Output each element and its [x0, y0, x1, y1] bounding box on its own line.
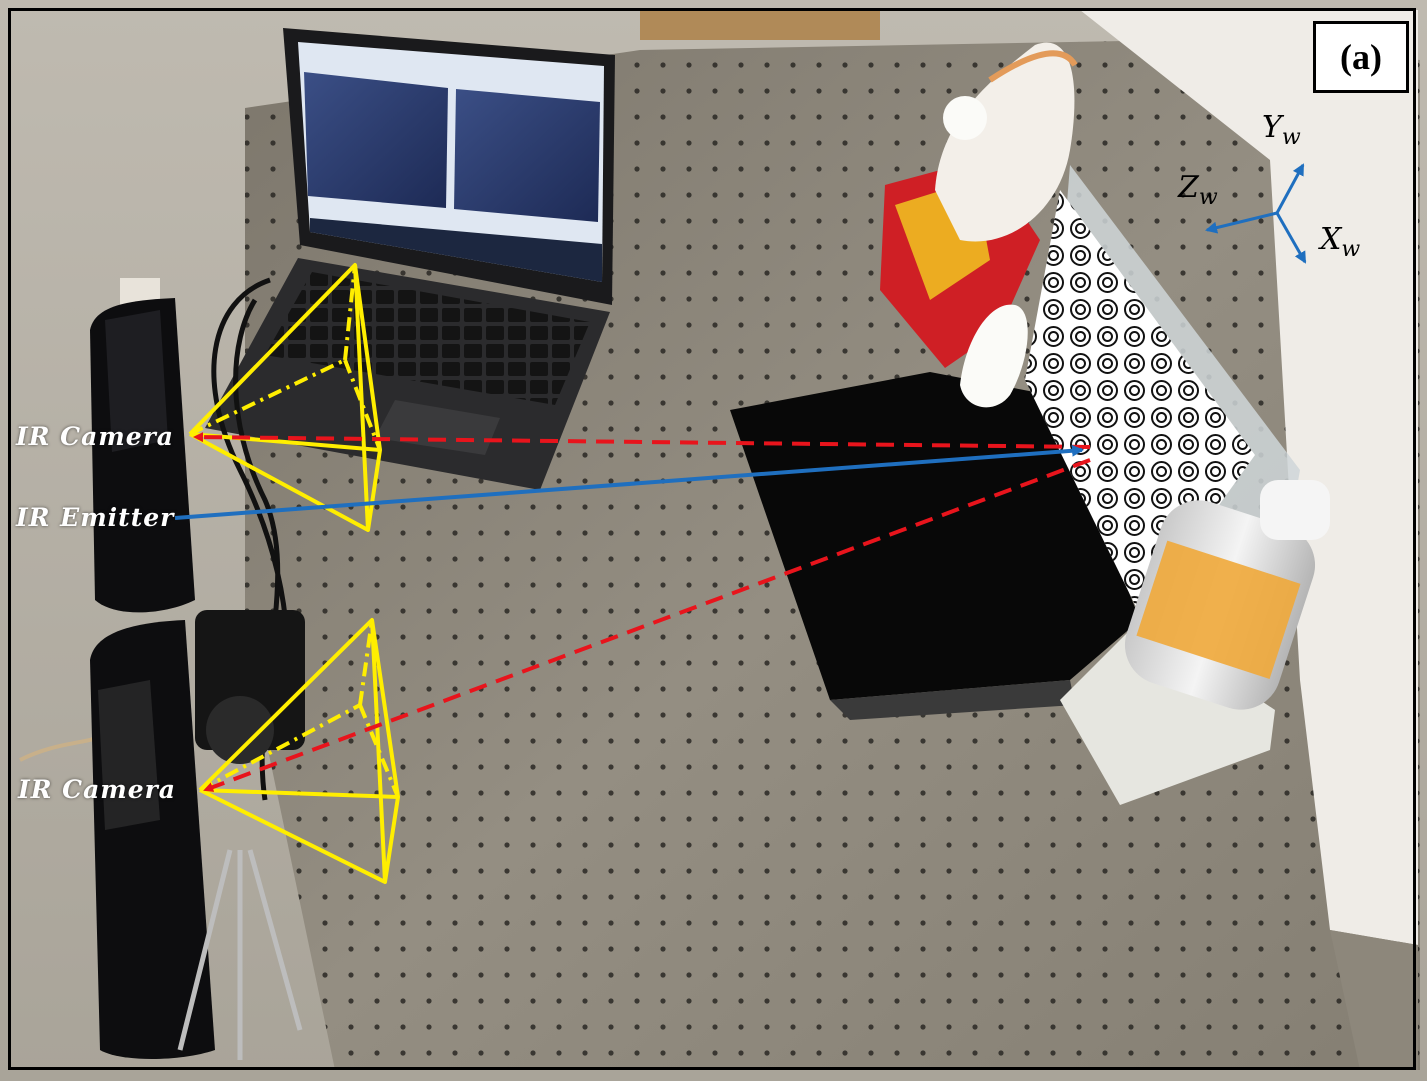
- axis-z-arrow: [1205, 211, 1278, 234]
- axis-label-x: Xw: [1320, 222, 1360, 262]
- frustum-bottom: [198, 618, 400, 884]
- axis-x-arrow: [1275, 212, 1307, 264]
- axis-label-z-sub: w: [1198, 185, 1218, 210]
- laptop-screen-left-image: [304, 72, 448, 208]
- wall-shadow: [1330, 930, 1418, 1070]
- tripod: [177, 696, 303, 1060]
- label-ir-camera-bottom: IR Camera: [18, 775, 176, 804]
- laptop-taskbar: [310, 218, 602, 282]
- axis-label-z-base: Z: [1178, 170, 1199, 205]
- spray-can: [1124, 480, 1330, 710]
- axis-label-y: Yw: [1262, 110, 1301, 150]
- kinect-top: [90, 278, 195, 613]
- laptop-screen-right-image: [454, 89, 600, 222]
- panel-label: (a): [1313, 21, 1409, 93]
- ray-to-bottom-camera: [203, 458, 1091, 792]
- axis-y-arrow: [1275, 163, 1305, 214]
- axis-label-x-sub: w: [1341, 237, 1361, 262]
- laptop-keyboard: [265, 272, 590, 405]
- label-ir-camera-top: IR Camera: [16, 422, 174, 451]
- ray-to-top-camera: [193, 432, 1091, 449]
- axis-label-y-base: Y: [1262, 110, 1282, 145]
- ray-emitter-to-target: [174, 444, 1084, 520]
- axis-label-y-sub: w: [1281, 125, 1301, 150]
- acrylic-block: [1060, 620, 1275, 805]
- wall: [1080, 10, 1418, 945]
- axis-label-x-base: X: [1320, 222, 1342, 257]
- cardboard: [640, 10, 880, 40]
- figurines: [935, 42, 1078, 408]
- label-ir-emitter: IR Emitter: [16, 503, 175, 532]
- world-axes: [1205, 163, 1307, 264]
- axis-label-z: Zw: [1178, 170, 1218, 210]
